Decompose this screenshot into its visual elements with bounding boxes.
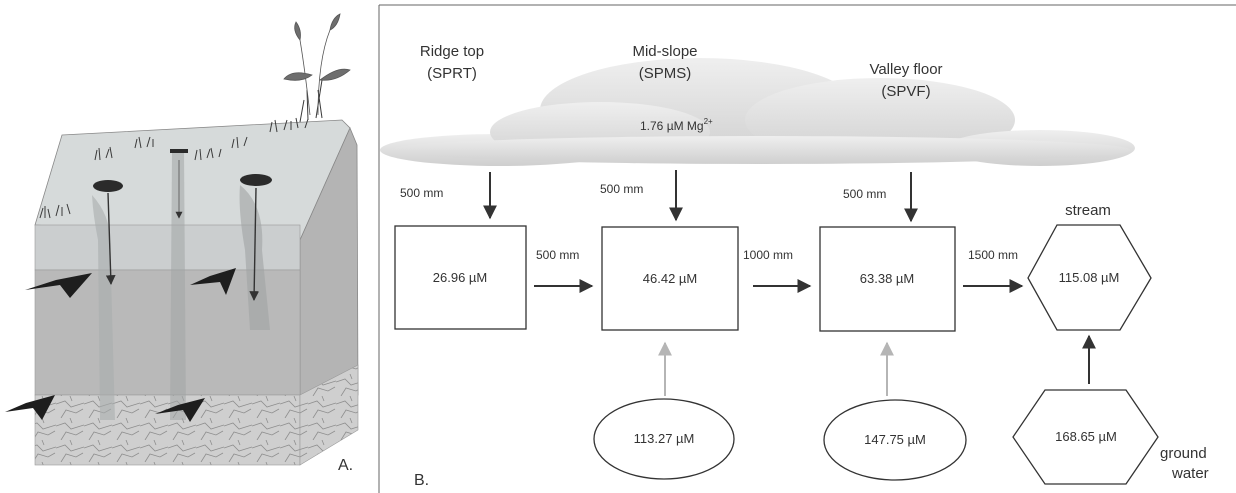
input-ellipse-mid-slope: [593, 398, 735, 480]
flow-diagram: 1.76 µM Mg2+ Ridge top (SPRT) Mid-slope …: [380, 43, 1209, 489]
groundwater-label-2: water: [1171, 465, 1209, 482]
site-code-ridge-top: (SPRT): [427, 65, 477, 82]
water-plume-center: [170, 150, 186, 420]
lateral-arrow-lower-left: [5, 395, 55, 420]
input-value-mid-slope: 113.27 µM: [634, 431, 695, 446]
lysimeter-left: [93, 180, 123, 192]
flow-label-2: 1000 mm: [743, 248, 793, 262]
site-value-valley-floor: 63.38 µM: [860, 271, 914, 286]
groundwater-hexagon: [1012, 389, 1159, 485]
cloud-concentration: 1.76 µM Mg2+: [640, 117, 713, 133]
lateral-arrow-lower-right: [155, 398, 205, 422]
plant: [283, 13, 351, 116]
grass: [39, 79, 323, 219]
lateral-arrow-upper-left: [25, 273, 92, 298]
site-value-ridge-top: 26.96 µM: [433, 270, 487, 285]
site-code-valley-floor: (SPVF): [881, 83, 930, 100]
stream-hexagon: [1027, 224, 1152, 331]
flow-arrow-right: [249, 187, 260, 301]
flow-label-3: 1500 mm: [968, 248, 1018, 262]
soil-block-illustration: A.: [5, 13, 359, 474]
site-value-mid-slope: 46.42 µM: [643, 271, 697, 286]
groundwater-label-1: ground: [1160, 445, 1207, 462]
soil-layer-bedrock: [34, 394, 301, 466]
site-box-ridge-top: [394, 225, 527, 330]
groundwater-value: 168.65 µM: [1055, 429, 1117, 444]
input-value-valley-floor: 147.75 µM: [864, 432, 926, 447]
flow-label-1: 500 mm: [536, 248, 579, 262]
lateral-arrow-upper-right: [190, 268, 236, 295]
soil-surface-top: [34, 119, 351, 241]
panel-a-label: A.: [338, 457, 353, 474]
site-title-mid-slope: Mid-slope: [632, 43, 697, 60]
input-ellipse-valley-floor: [823, 399, 967, 481]
stream-label: stream: [1065, 202, 1111, 219]
lysimeter-right: [240, 174, 272, 186]
stream-value: 115.08 µM: [1059, 270, 1120, 285]
rain-label-ridge-top: 500 mm: [400, 186, 443, 200]
rain-cloud: [380, 58, 1135, 166]
site-code-mid-slope: (SPMS): [639, 65, 692, 82]
flow-arrow-left: [105, 192, 116, 285]
rain-label-valley-floor: 500 mm: [843, 187, 886, 201]
site-title-ridge-top: Ridge top: [420, 43, 484, 60]
site-box-mid-slope: [601, 226, 739, 331]
panel-b-label: B.: [414, 472, 429, 489]
site-box-valley-floor: [819, 226, 956, 332]
site-title-valley-floor: Valley floor: [869, 61, 942, 78]
rain-label-mid-slope: 500 mm: [600, 182, 643, 196]
lysimeter-center: [170, 149, 188, 153]
soil-side-bedrock: [299, 364, 359, 466]
